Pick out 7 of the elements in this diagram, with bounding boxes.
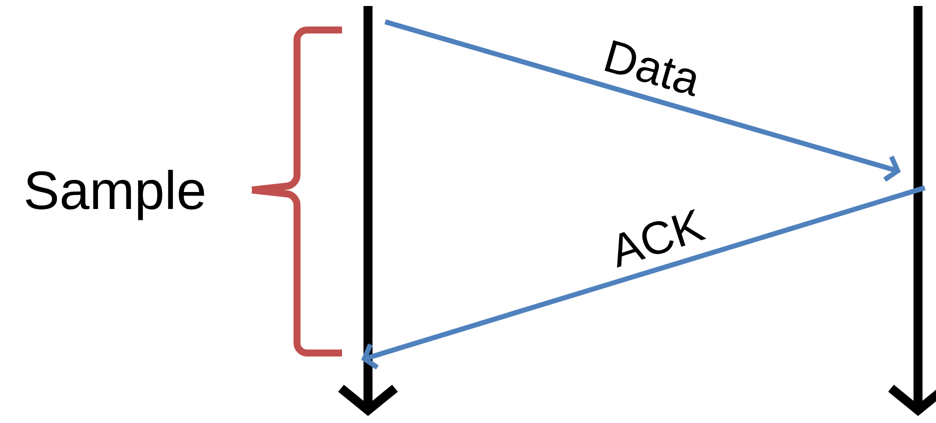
timeline-arrow — [338, 6, 398, 416]
arrow — [384, 19, 901, 182]
timeline-arrow — [888, 6, 936, 416]
edge-label: Data — [604, 40, 696, 96]
bracket-label: Sample — [26, 170, 204, 220]
arrow — [361, 185, 926, 370]
edge-label: ACK — [617, 209, 706, 268]
